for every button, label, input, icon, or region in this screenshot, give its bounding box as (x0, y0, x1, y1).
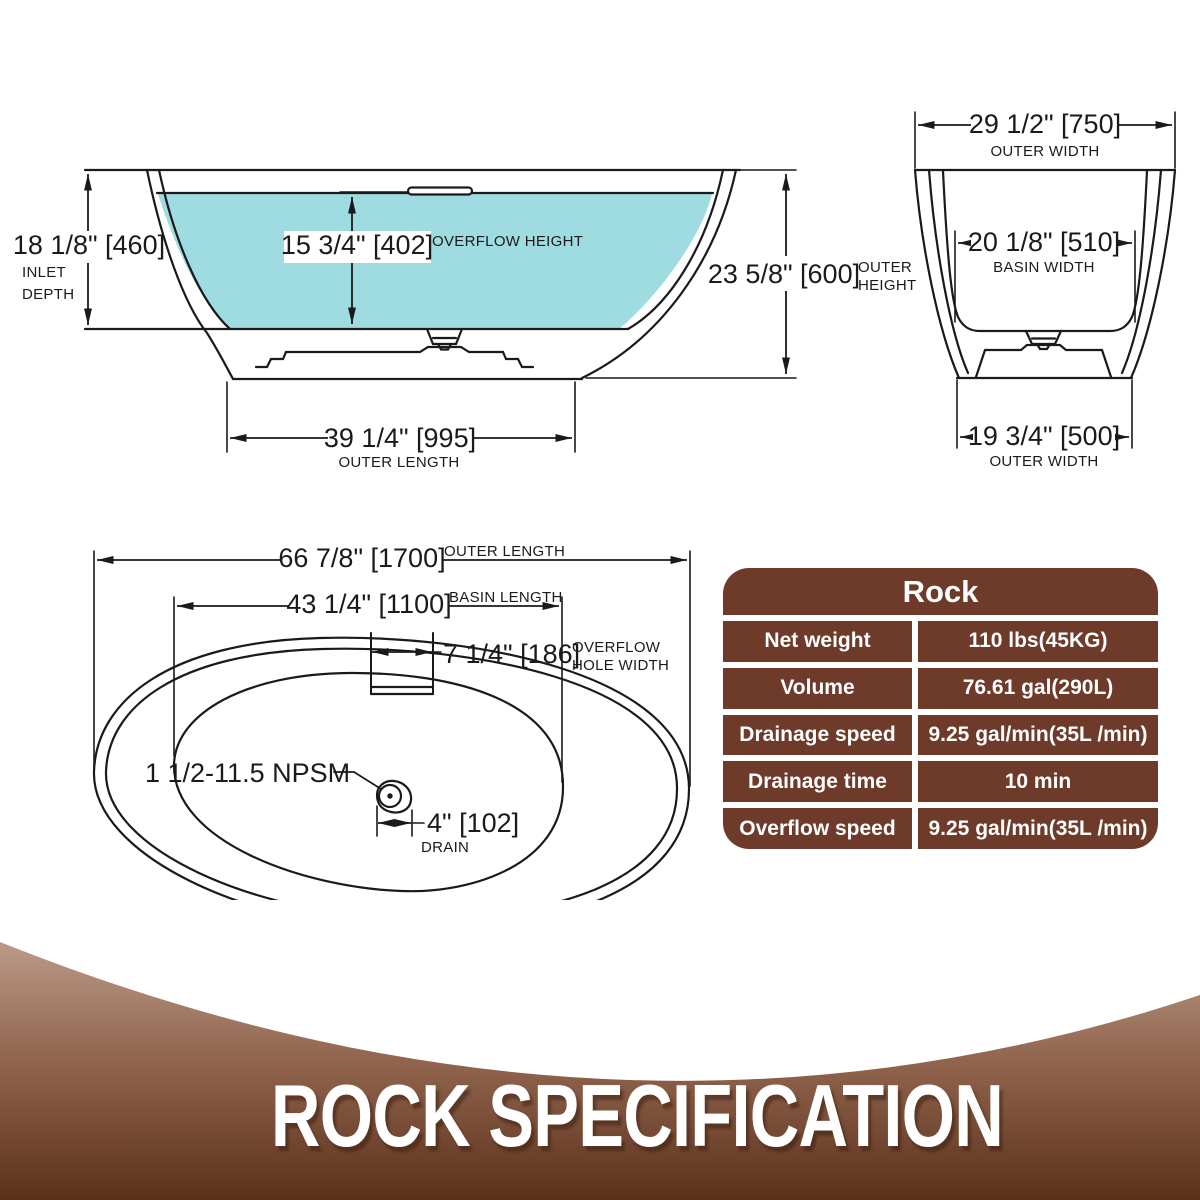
outer-height-label-2: HEIGHT (858, 277, 916, 294)
spec-row-label: Drainage speed (723, 714, 912, 756)
bathtub-technical-drawing: 18 1/8" [460] INLET DEPTH 15 3/4" [402] … (13, 109, 1177, 932)
overflow-hole-label-1: OVERFLOW (572, 639, 661, 656)
basin-length-value: 43 1/4" [1100] (286, 589, 451, 619)
drain-size-value: 4" [102] (427, 808, 519, 838)
top-outer-length-value: 66 7/8" [1700] (278, 543, 445, 573)
text-masks (281, 543, 449, 619)
spec-row-value: 10 min (918, 761, 1158, 803)
spec-table-title: Rock (723, 568, 1158, 615)
top-view: 66 7/8" [1700] OUTER LENGTH 43 1/4" [110… (92, 543, 691, 932)
text-masks (971, 109, 1119, 451)
outer-width-top-value: 29 1/2" [750] (969, 109, 1121, 139)
water-fill (158, 194, 712, 328)
spec-row-value: 76.61 gal(290L) (918, 667, 1158, 709)
overflow-height-label: OVERFLOW HEIGHT (432, 233, 583, 250)
outer-width-bottom-value: 19 3/4" [500] (968, 421, 1120, 451)
end-view-outline (913, 111, 1177, 449)
banner (0, 900, 1200, 1200)
spec-table-grid: Rock Net weight 110 lbs(45KG) Volume 76.… (723, 568, 1158, 849)
banner-title: ROCK SPECIFICATION (270, 1066, 1004, 1165)
banner-arc (0, 900, 1200, 1081)
basin-length-label: BASIN LENGTH (449, 589, 563, 606)
inlet-depth-label-1: INLET (22, 264, 66, 281)
side-view: 18 1/8" [460] INLET DEPTH 15 3/4" [402] … (13, 168, 916, 471)
end-view-dimensions (918, 121, 1172, 441)
side-outer-length-value: 39 1/4" [995] (324, 423, 476, 453)
end-view: 29 1/2" [750] OUTER WIDTH 20 1/8" [510] … (913, 109, 1177, 470)
top-outer-length-label: OUTER LENGTH (444, 543, 565, 560)
outer-width-top-label: OUTER WIDTH (990, 143, 1099, 160)
outer-width-bottom-label: OUTER WIDTH (989, 453, 1098, 470)
overflow-height-value: 15 3/4" [402] (281, 230, 433, 260)
spec-row-value: 110 lbs(45KG) (918, 621, 1158, 662)
drain-thread-value: 1 1/2-11.5 NPSM (145, 758, 350, 788)
basin-width-label: BASIN WIDTH (993, 259, 1095, 276)
overflow-hole-label-2: HOLE WIDTH (572, 657, 669, 674)
side-outer-length-label: OUTER LENGTH (338, 454, 459, 471)
spec-table: Rock Net weight 110 lbs(45KG) Volume 76.… (723, 568, 1158, 849)
spec-row-value: 9.25 gal/min(35L /min) (918, 714, 1158, 756)
side-view-outline (83, 168, 797, 453)
text-masks (20, 231, 855, 454)
inlet-depth-value: 18 1/8" [460] (13, 230, 165, 260)
basin-width-value: 20 1/8" [510] (968, 227, 1120, 257)
overflow-hole-value: 7 1/4" [186] (443, 639, 580, 669)
inlet-depth-label-2: DEPTH (22, 286, 74, 303)
top-view-outline (92, 550, 691, 932)
spec-row-label: Volume (723, 667, 912, 709)
drain-label: DRAIN (421, 839, 469, 856)
spec-row-label: Overflow speed (723, 808, 912, 849)
outer-height-value: 23 5/8" [600] (708, 259, 860, 289)
outer-height-label-1: OUTER (858, 259, 912, 276)
spec-row-label: Net weight (723, 621, 912, 662)
spec-row-label: Drainage time (723, 761, 912, 803)
spec-row-value: 9.25 gal/min(35L /min) (918, 808, 1158, 849)
